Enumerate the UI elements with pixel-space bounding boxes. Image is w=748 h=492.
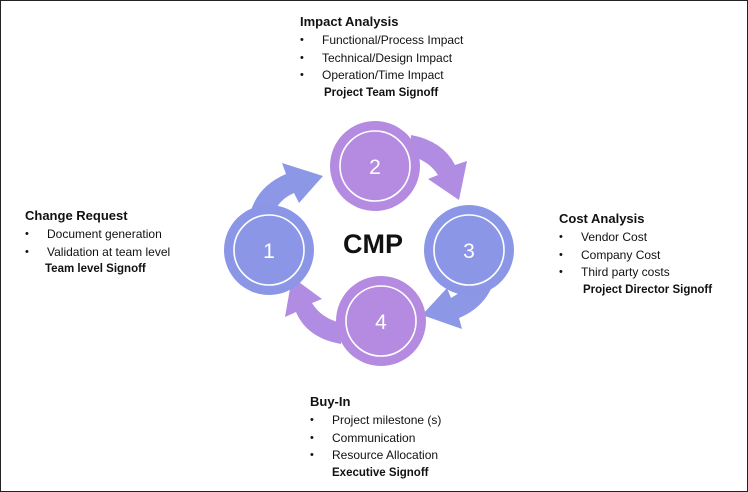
list-item: Technical/Design Impact xyxy=(300,50,463,68)
cost-analysis-signoff: Project Director Signoff xyxy=(583,283,713,296)
impact-analysis-block: Impact Analysis Functional/Process Impac… xyxy=(300,13,463,102)
list-item: Third party costs xyxy=(559,264,712,282)
change-request-signoff: Team level Signoff xyxy=(45,263,146,275)
arrow-2-to-3 xyxy=(411,135,467,200)
step-4-circle: 4 xyxy=(336,276,426,366)
step-2-number: 2 xyxy=(369,156,381,179)
step-4-number: 4 xyxy=(375,311,387,334)
list-item: Validation at team level xyxy=(25,244,170,262)
buy-in-signoff: Executive Signoff xyxy=(332,466,429,479)
arrow-4-to-1 xyxy=(285,277,341,344)
cost-analysis-block: Cost Analysis Vendor Cost Company Cost T… xyxy=(559,210,712,299)
step-3-number: 3 xyxy=(463,240,475,263)
step-3-circle: 3 xyxy=(424,205,514,295)
change-request-title: Change Request xyxy=(25,208,128,223)
list-item: Resource Allocation xyxy=(310,447,441,465)
impact-analysis-signoff: Project Team Signoff xyxy=(324,86,439,99)
cost-analysis-list: Vendor Cost Company Cost Third party cos… xyxy=(559,229,712,282)
impact-analysis-title: Impact Analysis xyxy=(300,14,399,29)
step-1-number: 1 xyxy=(263,240,275,263)
cost-analysis-title: Cost Analysis xyxy=(559,211,645,226)
buy-in-block: Buy-In Project milestone (s) Communicati… xyxy=(310,393,441,482)
list-item: Project milestone (s) xyxy=(310,412,441,430)
buy-in-list: Project milestone (s) Communication Reso… xyxy=(310,412,441,465)
impact-analysis-list: Functional/Process Impact Technical/Desi… xyxy=(300,32,463,85)
list-item: Vendor Cost xyxy=(559,229,712,247)
list-item: Operation/Time Impact xyxy=(300,67,463,85)
step-2-circle: 2 xyxy=(330,121,420,211)
step-1-circle: 1 xyxy=(224,205,314,295)
list-item: Company Cost xyxy=(559,247,712,265)
list-item: Functional/Process Impact xyxy=(300,32,463,50)
buy-in-title: Buy-In xyxy=(310,394,351,409)
list-item: Communication xyxy=(310,430,441,448)
change-request-list: Document generation Validation at team l… xyxy=(25,226,170,261)
center-label-cmp: CMP xyxy=(343,229,403,259)
list-item: Document generation xyxy=(25,226,170,244)
change-request-block: Change Request Document generation Valid… xyxy=(25,207,170,279)
